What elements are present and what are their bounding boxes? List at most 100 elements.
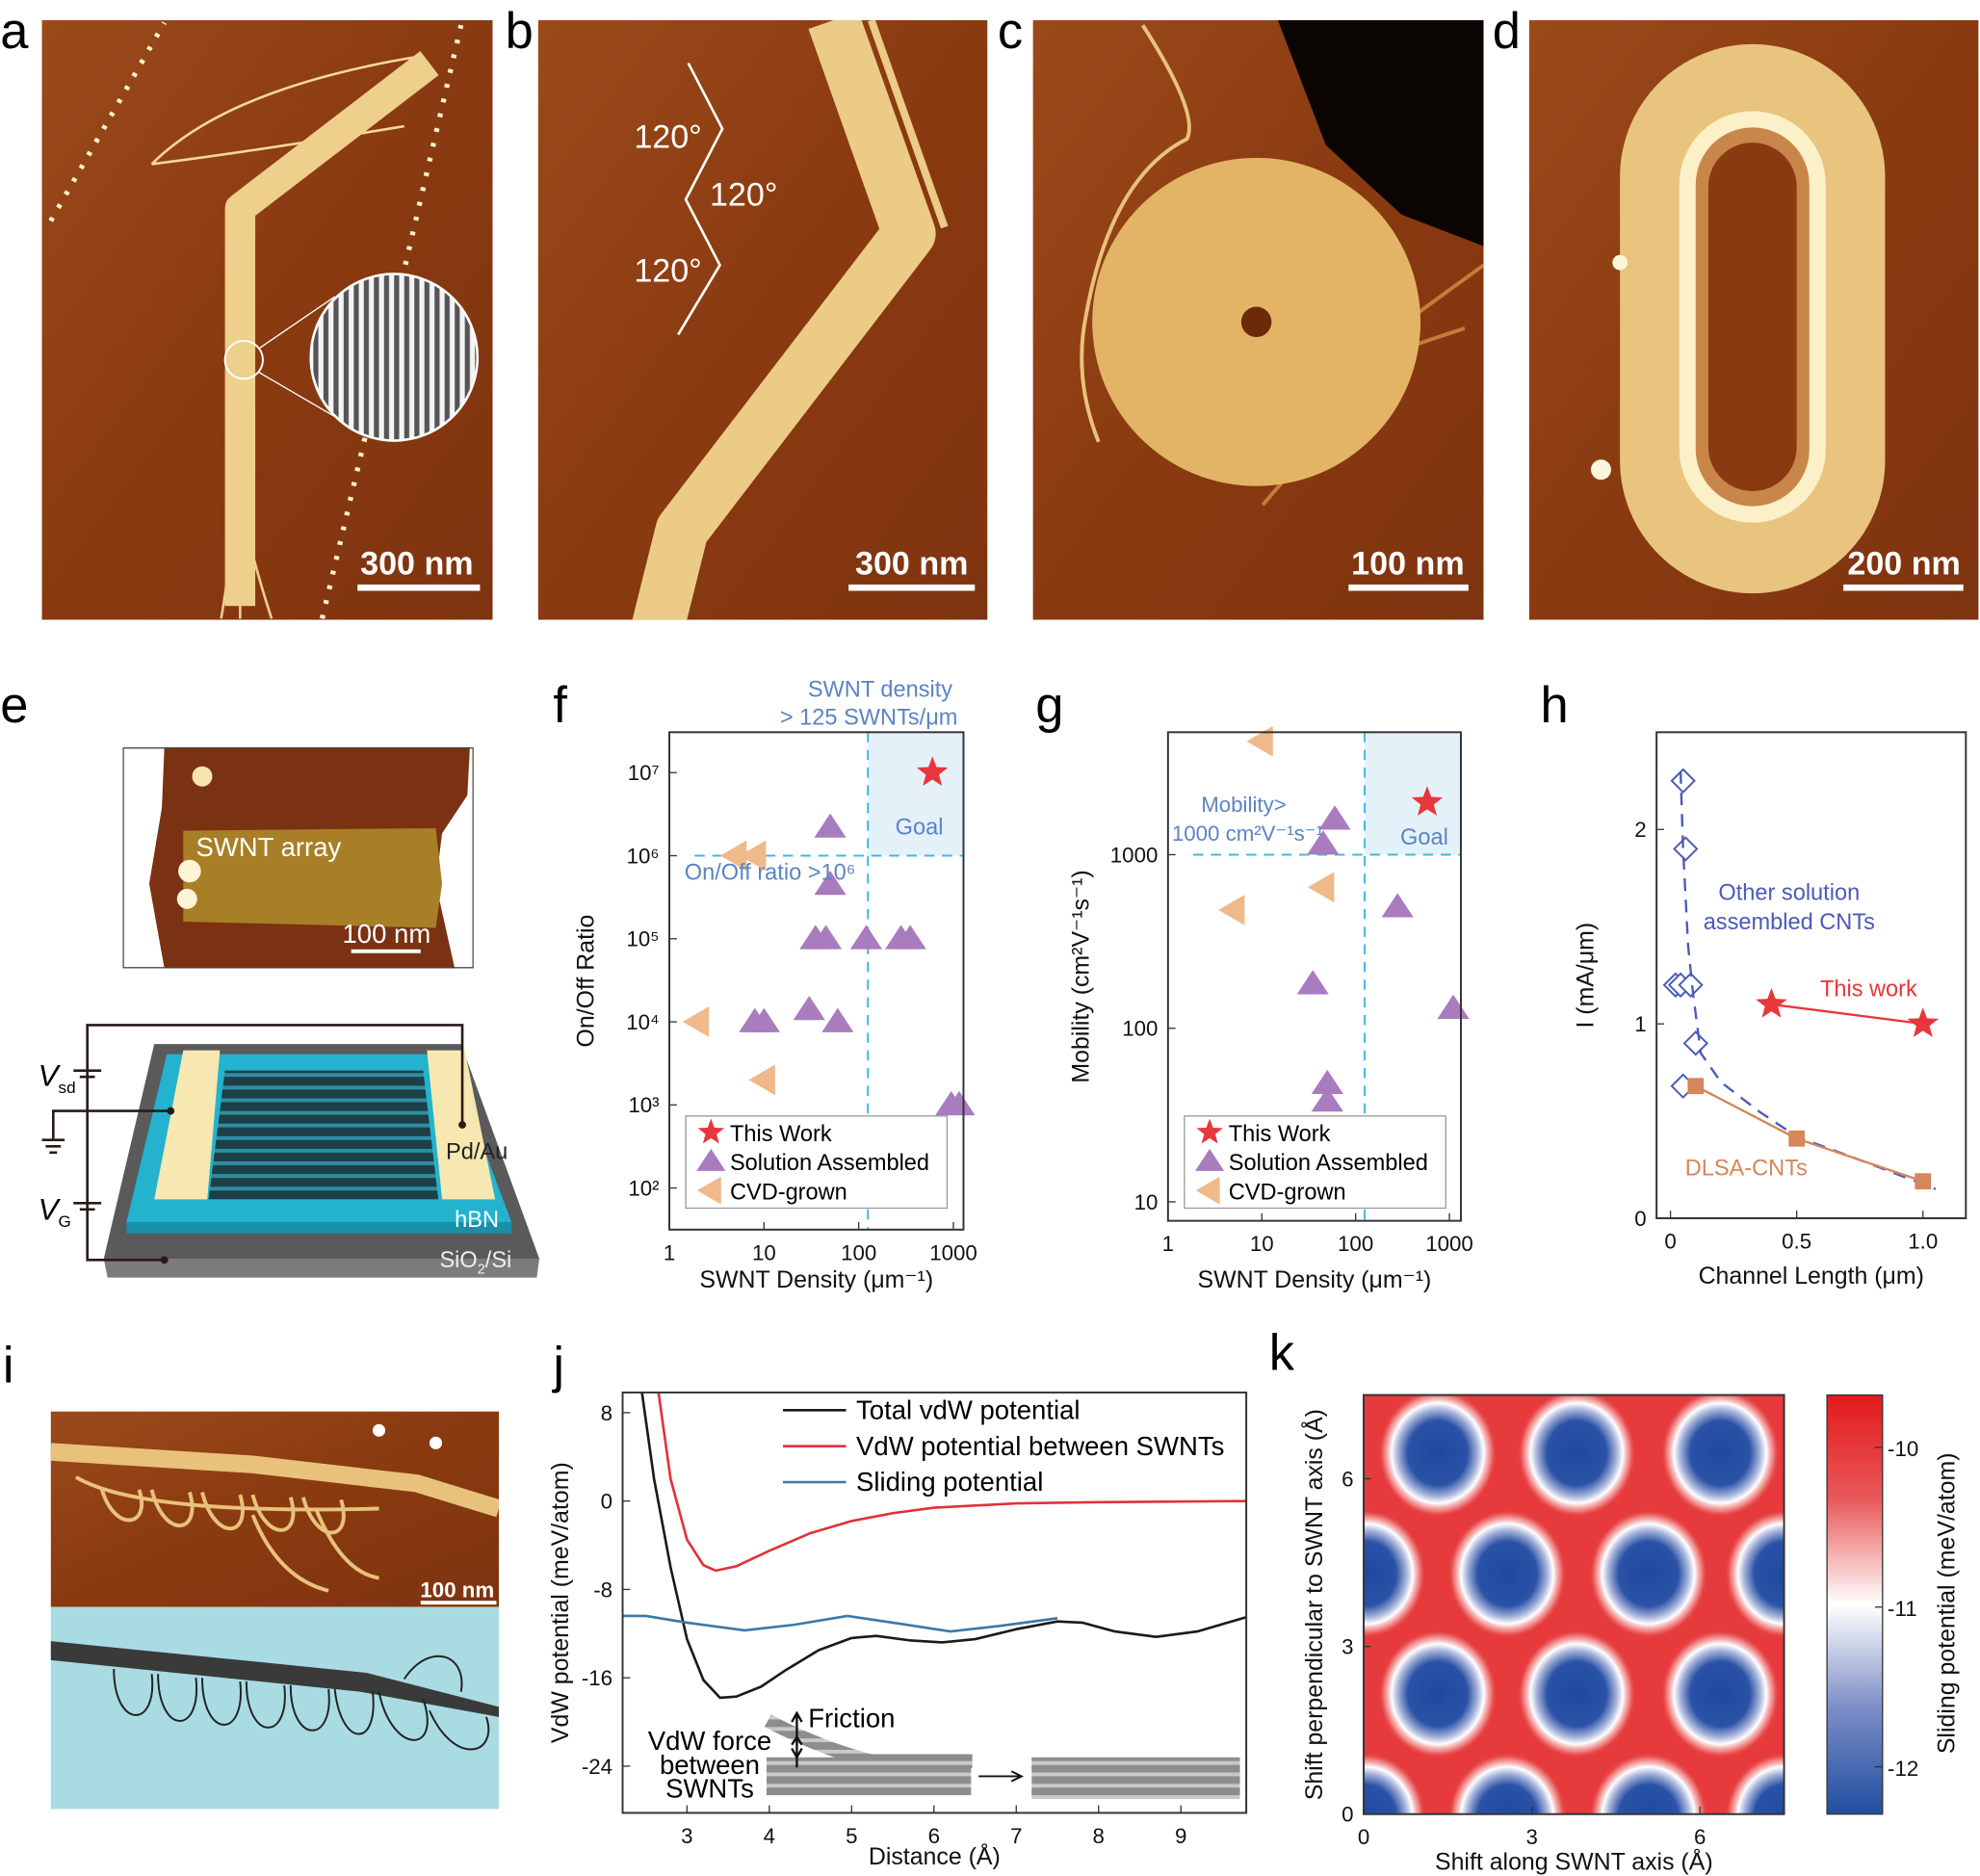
data-point <box>1311 1087 1343 1112</box>
x-tick-label: 1000 <box>929 1240 977 1264</box>
sliding-schematic: Friction VdW force between SWNTs <box>648 1703 1240 1804</box>
colorbar-tick-label: -11 <box>1888 1597 1917 1621</box>
data-point <box>814 871 847 896</box>
y-tick-label: 10² <box>628 1176 659 1200</box>
goal-region <box>868 732 964 856</box>
x-tick-label: 1 <box>1162 1232 1174 1256</box>
data-point <box>1682 1030 1708 1056</box>
vdw-force-label: SWNTs <box>665 1774 754 1804</box>
dielectric-label: hBN <box>455 1207 499 1232</box>
threshold-annotation: On/Off ratio >10⁶ <box>685 860 856 885</box>
dark-region <box>1277 19 1484 247</box>
source-electrode <box>154 1050 221 1200</box>
data-point <box>1381 893 1414 918</box>
x-tick-label: 10 <box>1250 1232 1274 1256</box>
series-line <box>1771 1003 1923 1026</box>
y-axis-label: Shift perpendicular to SWNT axis (Å) <box>1299 1409 1328 1800</box>
data-point <box>1756 987 1787 1018</box>
y-tick-label: 10⁶ <box>627 844 660 868</box>
x-tick-label: 0.5 <box>1782 1229 1811 1253</box>
x-tick-label: 3 <box>681 1824 692 1848</box>
threshold-annotation: Mobility> <box>1201 793 1286 817</box>
data-point <box>1673 836 1699 862</box>
threshold-annotation: 1000 cm²V⁻¹s⁻¹ <box>1172 821 1323 846</box>
data-point <box>748 1064 775 1096</box>
panel-label-i: i <box>3 1338 14 1394</box>
legend-entry: This Work <box>730 1121 832 1146</box>
data-point <box>916 756 949 787</box>
scale-bar-label: 100 nm <box>1351 545 1464 582</box>
x-tick-label: 6 <box>1694 1825 1706 1849</box>
series-cvd-grown <box>682 840 775 1096</box>
substrate-side <box>103 1258 540 1278</box>
x-tick-label: 100 <box>841 1240 876 1264</box>
data-point <box>1907 1007 1940 1037</box>
heatmap-minimum <box>1378 1394 1498 1518</box>
series-annotation: assembled CNTs <box>1704 909 1875 934</box>
afm-image-d: 200 nm <box>1528 19 1979 620</box>
angle-guide-lines <box>677 62 724 336</box>
substrate-label: SiO2/Si <box>439 1247 511 1278</box>
series-solution-assembled <box>739 813 976 1116</box>
afm-background <box>537 19 988 620</box>
y-axis-label: Mobility (cm²V⁻¹s⁻¹) <box>1067 870 1094 1082</box>
data-point <box>1678 972 1704 998</box>
x-tick-label: 8 <box>1093 1824 1105 1848</box>
panel-label-d: d <box>1493 4 1521 60</box>
data-point <box>1915 1173 1932 1190</box>
y-axis-label: On/Off Ratio <box>572 915 599 1048</box>
plot-frame <box>668 731 965 1231</box>
device-schematic: Vsd VG Pd/Au hBN SiO2/Si <box>39 1024 540 1278</box>
swnt-array-region <box>183 827 443 928</box>
series-line <box>640 1392 1247 1700</box>
ground-icon <box>41 1138 65 1155</box>
contact-dot <box>458 1121 466 1129</box>
data-point <box>821 1007 854 1032</box>
scale-bar-label: 100 nm <box>342 919 430 949</box>
series-annotation: This work <box>1820 976 1917 1001</box>
series-total-vdw-potential <box>640 1392 1247 1700</box>
x-tick-label: 9 <box>1175 1824 1186 1848</box>
density-annotation: SWNT density <box>808 677 952 702</box>
y-tick-label: 100 <box>1122 1017 1158 1041</box>
x-axis-label: SWNT Density (μm⁻¹) <box>699 1266 933 1293</box>
goal-region <box>1365 732 1461 855</box>
data-point <box>894 925 926 950</box>
atomic-structure-inset <box>309 273 480 442</box>
scale-bar-label: 300 nm <box>855 545 968 582</box>
heatmap-minimum <box>1364 1752 1426 1814</box>
particle <box>372 1423 386 1437</box>
scale-bar <box>1348 584 1469 591</box>
particle <box>1612 254 1628 271</box>
scale-bar <box>848 584 976 591</box>
colorbar-label: Sliding potential (meV/atom) <box>1934 1453 1961 1755</box>
heatmap-minimum <box>1589 1509 1708 1639</box>
ring-center-hole <box>1240 306 1272 338</box>
angle-label: 120° <box>634 118 702 155</box>
series-line <box>622 1614 1058 1633</box>
x-tick-label: 0 <box>1664 1229 1676 1253</box>
simulation-image-i <box>50 1606 500 1810</box>
particle <box>192 766 213 787</box>
simulation-background <box>50 1606 500 1810</box>
heatmap-minimum <box>1517 1394 1636 1518</box>
legend-box <box>685 1115 949 1210</box>
colorbar-tick-label: -10 <box>1888 1437 1918 1461</box>
data-point <box>1437 994 1470 1020</box>
heatmap-minimum <box>1364 1509 1426 1639</box>
y-tick-label: 3 <box>1342 1635 1353 1659</box>
x-axis-label: Distance (Å) <box>869 1841 1001 1870</box>
series-solution-assembled <box>1296 805 1470 1112</box>
heatmap <box>1364 1394 1785 1814</box>
data-point <box>1307 872 1335 903</box>
circuit-wire <box>52 1109 171 1139</box>
data-point <box>1218 895 1245 925</box>
y-tick-label: 10 <box>1134 1190 1159 1214</box>
x-tick-label: 1 <box>664 1240 675 1264</box>
contact-dot <box>160 1256 169 1264</box>
y-tick-label: 0 <box>601 1490 612 1514</box>
x-tick-label: 0 <box>1358 1825 1369 1849</box>
data-point <box>682 1006 710 1037</box>
